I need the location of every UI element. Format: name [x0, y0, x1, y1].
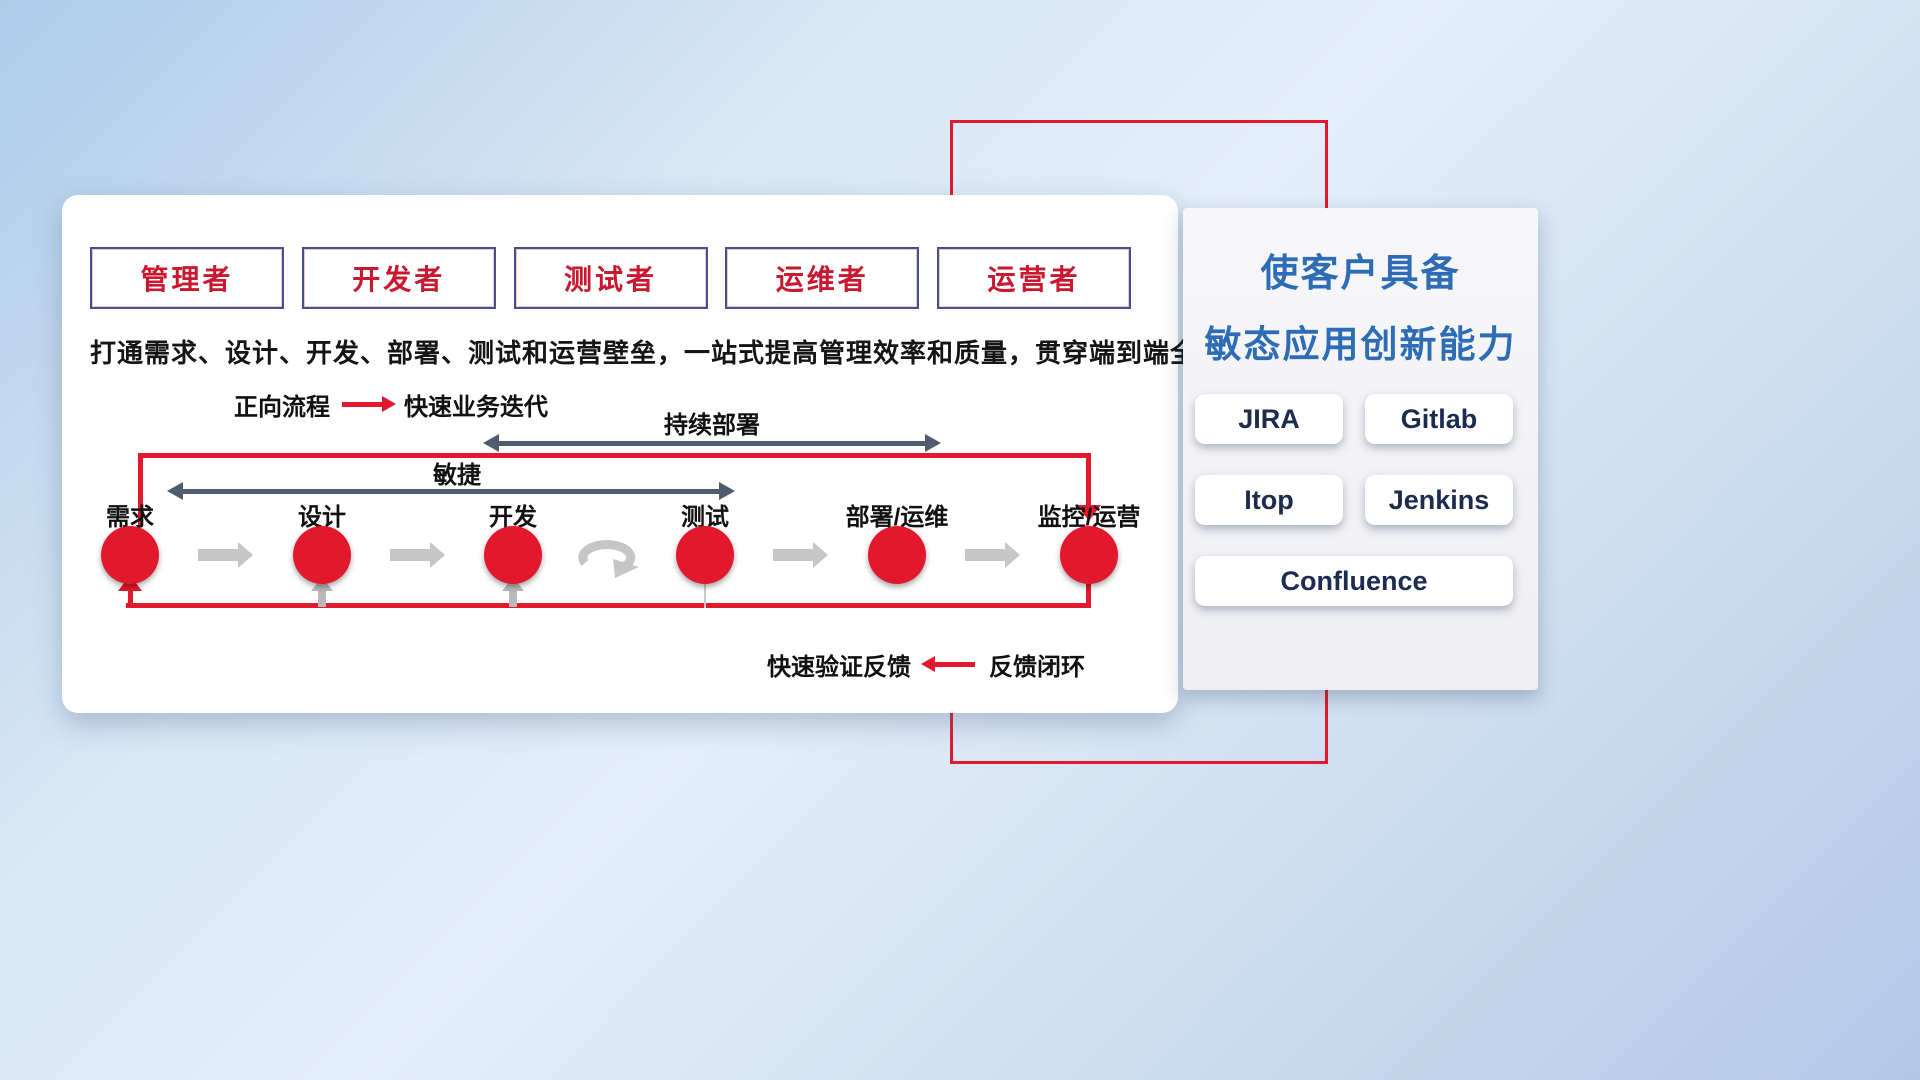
flow-arrow-icon — [198, 542, 253, 568]
feedback-legend-label: 反馈闭环 — [989, 654, 1085, 681]
feedback-legend: 快速验证反馈 反馈闭环 — [767, 647, 1085, 682]
role-box-ops: 运维者 — [725, 247, 920, 309]
flow-arrow-icon — [965, 542, 1020, 568]
stage-node-monitor-ops — [1060, 526, 1118, 584]
forward-loop-line-right — [1086, 453, 1091, 505]
stage-node-testing — [676, 526, 734, 584]
test-feedback-line — [704, 584, 706, 608]
flow-arrow-icon — [773, 542, 828, 568]
forward-loop-arrowhead-icon — [1077, 505, 1101, 521]
role-label: 测试者 — [563, 264, 657, 295]
forward-legend-label: 正向流程 — [234, 394, 330, 421]
roles-row: 管理者 开发者 测试者 运维者 运营者 — [90, 247, 1131, 309]
tool-itop: Itop — [1195, 475, 1343, 525]
stage-node-requirements — [101, 526, 159, 584]
stage-node-deploy-ops — [868, 526, 926, 584]
forward-loop-line-top — [138, 453, 1090, 458]
feedback-up-bar — [318, 589, 326, 607]
capability-title-line2: 敏态应用创新能力 — [1204, 324, 1517, 365]
feedback-up-bar — [509, 589, 517, 607]
forward-arrow-icon — [342, 396, 396, 412]
feedback-loop-line-bottom — [126, 603, 1091, 608]
role-box-manager: 管理者 — [90, 247, 284, 309]
agile-label: 敏捷 — [433, 462, 481, 489]
role-label: 管理者 — [140, 264, 234, 295]
continuous-deployment-label: 持续部署 — [664, 412, 760, 439]
iteration-loop-icon — [571, 531, 647, 584]
forward-loop-line-left — [138, 453, 143, 526]
stage-node-development — [484, 526, 542, 584]
role-box-developer: 开发者 — [301, 247, 496, 309]
forward-legend: 正向流程 快速业务迭代 — [234, 387, 548, 422]
role-label: 运营者 — [987, 264, 1081, 295]
feedback-loop-line-left — [128, 589, 133, 605]
tool-confluence: Confluence — [1195, 556, 1513, 606]
tool-jira: JIRA — [1195, 394, 1343, 444]
role-box-operator: 运营者 — [937, 247, 1131, 309]
role-label: 开发者 — [352, 264, 446, 295]
tool-gitlab: Gitlab — [1365, 394, 1513, 444]
capability-title-line1: 使客户具备 — [1260, 253, 1461, 295]
feedback-arrow-icon — [921, 656, 975, 672]
devops-flow-panel: 管理者 开发者 测试者 运维者 运营者 打通需求、设计、开发、部署、测试和运营壁… — [62, 195, 1252, 713]
continuous-deployment-arrow-icon — [483, 434, 941, 452]
feedback-loop-line-right — [1086, 584, 1091, 608]
role-label: 运维者 — [775, 264, 869, 295]
capability-panel: 使客户具备 敏态应用创新能力 JIRA Gitlab Itop Jenkins … — [1183, 208, 1538, 690]
description-text: 打通需求、设计、开发、部署、测试和运营壁垒，一站式提高管理效率和质量，贯穿端到端… — [90, 338, 1252, 368]
tool-jenkins: Jenkins — [1365, 475, 1513, 525]
forward-legend-value: 快速业务迭代 — [404, 394, 548, 421]
stage-node-design — [293, 526, 351, 584]
feedback-legend-value: 快速验证反馈 — [767, 654, 911, 681]
agile-arrow-icon — [167, 482, 735, 500]
flow-arrow-icon — [390, 542, 445, 568]
role-box-tester: 测试者 — [513, 247, 708, 309]
